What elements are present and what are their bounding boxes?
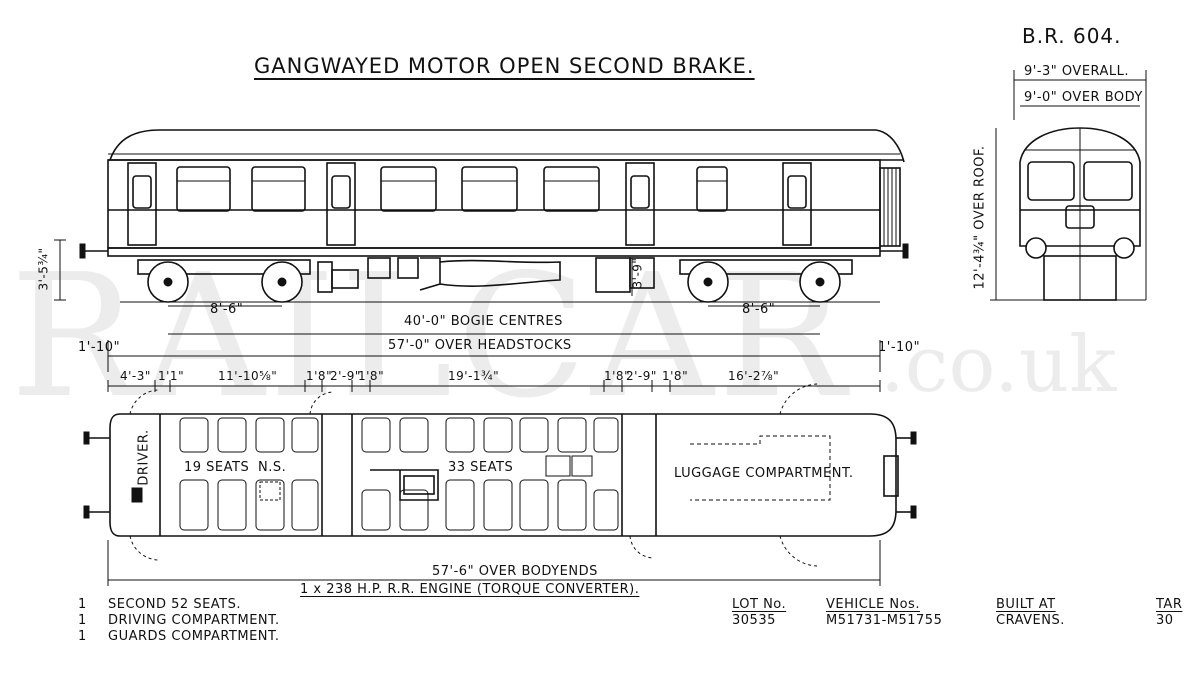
plan-view [83, 380, 917, 586]
page-title: GANGWAYED MOTOR OPEN SECOND BRAKE. [254, 54, 755, 78]
end-body-width: 9'-0" OVER BODY [1024, 90, 1143, 105]
built-value: CRAVENS. [996, 613, 1065, 628]
summary-qty: 1 [78, 629, 87, 644]
end-elevation [990, 70, 1147, 301]
segment-dim: 4'-3" [120, 369, 151, 383]
ns-label: N.S. [258, 460, 287, 475]
summary-item: DRIVING COMPARTMENT. [108, 613, 280, 628]
tare-label: TAR [1156, 597, 1183, 612]
driver-label: DRIVER. [136, 429, 152, 486]
summary-qty: 1 [78, 613, 87, 628]
end-height-label: 12'-4¾" OVER ROOF. [972, 145, 988, 290]
segment-dim: 1'8" [662, 369, 689, 383]
summary-item: GUARDS COMPARTMENT. [108, 629, 280, 644]
segment-dim: 2'-9" [330, 369, 361, 383]
segment-dim: 2'-9" [626, 369, 657, 383]
bodyends-label: 57'-6" OVER BODYENDS [432, 564, 598, 579]
luggage-label: LUGGAGE COMPARTMENT. [674, 466, 854, 481]
bogie-wheelbase-left: 8'-6" [210, 302, 244, 317]
segment-dim: 1'8" [358, 369, 385, 383]
vehicle-label: VEHICLE Nos. [826, 597, 920, 612]
side-elevation [54, 129, 909, 372]
built-label: BUILT AT [996, 597, 1056, 612]
segment-dim: 1'8" [306, 369, 333, 383]
overhang-left-label: 1'-10" [78, 340, 121, 355]
side-engine-height: 3'-9" [630, 257, 645, 289]
bogie-centres-label: 40'-0" BOGIE CENTRES [404, 314, 563, 329]
headstocks-label: 57'-0" OVER HEADSTOCKS [388, 338, 572, 353]
seats-ns-label: 19 SEATS [184, 460, 250, 475]
lot-value: 30535 [732, 613, 776, 628]
segment-dim: 1'1" [158, 369, 185, 383]
seats-main-label: 33 SEATS [448, 460, 514, 475]
side-left-height: 3'-5¾" [36, 247, 51, 291]
segment-dim: 19'-1¾" [448, 369, 500, 383]
tare-value: 30 [1156, 613, 1174, 628]
segment-dim: 16'-2⅞" [728, 369, 780, 383]
summary-qty: 1 [78, 597, 87, 612]
engine-label: 1 x 238 H.P. R.R. ENGINE (TORQUE CONVERT… [300, 582, 640, 597]
vehicle-value: M51731-M51755 [826, 613, 943, 628]
diagram-reference: B.R. 604. [1022, 24, 1122, 48]
summary-item: SECOND 52 SEATS. [108, 597, 241, 612]
end-overall-width: 9'-3" OVERALL. [1024, 64, 1130, 79]
bogie-wheelbase-right: 8'-6" [742, 302, 776, 317]
overhang-right-label: 1'-10" [878, 340, 921, 355]
lot-label: LOT No. [732, 597, 787, 612]
segment-dim: 11'-10⅝" [218, 369, 278, 383]
segment-dim: 1'8" [604, 369, 631, 383]
